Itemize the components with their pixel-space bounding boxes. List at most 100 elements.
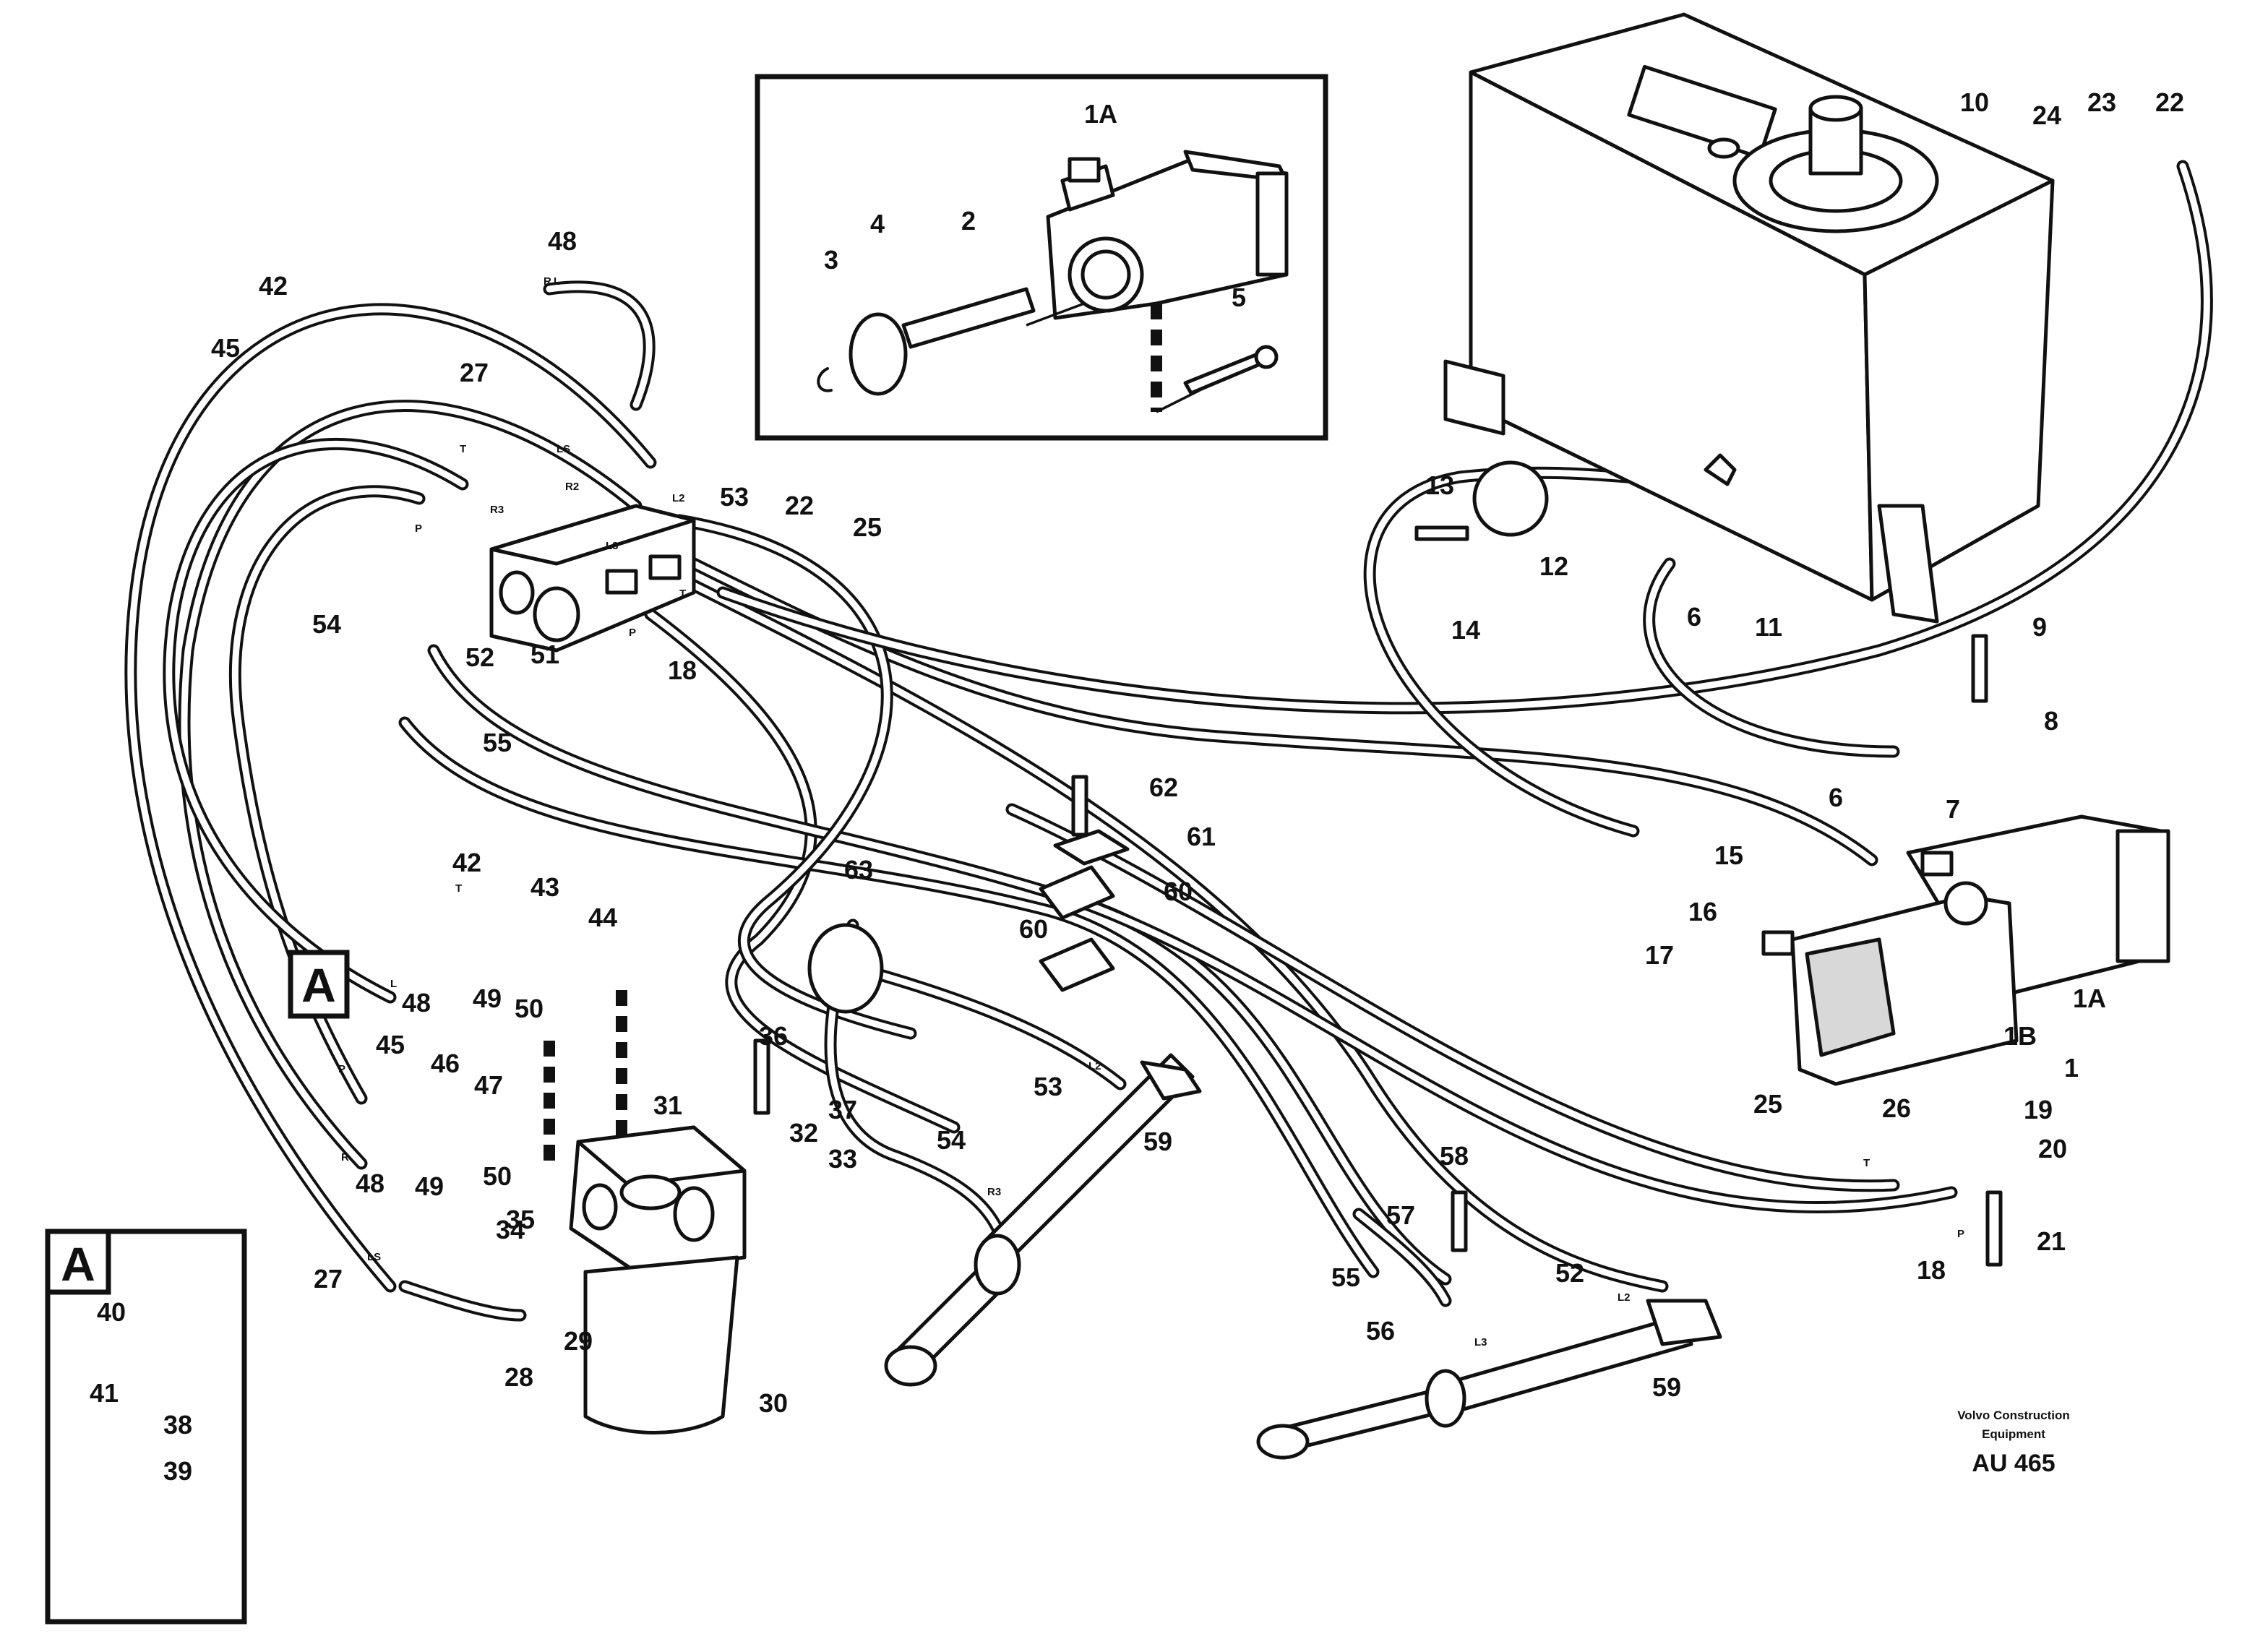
port-l2-cylinder-lower: L2 [1618,1291,1631,1304]
part-label-51: 51 [531,640,559,669]
part-label-22: 22 [785,491,814,520]
part-label-60: 60 [1164,877,1193,906]
part-label-34: 34 [496,1215,525,1244]
part-label-44: 44 [588,903,617,932]
part-label-14: 14 [1451,615,1480,645]
part-label-27: 27 [460,358,489,387]
part-label-18: 18 [1917,1255,1946,1285]
part-label-48: 48 [402,988,431,1018]
part-label-29: 29 [564,1326,593,1356]
part-label-22: 22 [2155,87,2184,117]
part-label-58: 58 [1440,1141,1469,1171]
part-label-36: 36 [759,1021,788,1051]
port-t-valve: T [679,588,686,600]
part-label-4: 4 [870,209,885,238]
part-label-52: 52 [465,642,494,672]
part-label-9: 9 [2032,612,2047,642]
part-label-7: 7 [1946,794,1960,824]
part-label-42: 42 [452,848,481,877]
port-l: L [554,275,560,288]
part-label-39: 39 [163,1456,192,1486]
part-label-45: 45 [376,1030,405,1059]
part-label-11: 11 [1755,612,1782,642]
part-label-57: 57 [1386,1200,1415,1230]
part-label-26: 26 [1882,1093,1911,1123]
detail-a-callout: A [301,958,336,1012]
part-label-30: 30 [759,1388,788,1418]
part-label-63: 63 [844,855,873,885]
hose-network [124,160,2213,1322]
part-label-45: 45 [211,333,240,363]
part-label-19: 19 [2024,1095,2053,1124]
port-l3-cylinder: L3 [1474,1336,1487,1348]
part-label-38: 38 [163,1410,192,1440]
port-t: T [460,443,466,455]
part-label-17: 17 [1645,940,1674,970]
part-label-47: 47 [474,1070,503,1100]
part-label-61: 61 [1187,822,1216,851]
part-label-12: 12 [1539,551,1568,581]
part-label-1a: 1A [2073,984,2106,1013]
part-label-54: 54 [937,1125,966,1155]
part-label-1: 1 [2064,1053,2079,1083]
footer: Volvo Construction Equipment AU 465 [1957,1408,2070,1477]
port-ls: LS [557,443,570,455]
part-label-37: 37 [828,1095,857,1124]
part-label-50: 50 [483,1161,512,1191]
part-label-32: 32 [789,1118,818,1148]
part-label-62: 62 [1149,773,1178,802]
company-name: Volvo Construction [1957,1408,2070,1422]
part-label-48: 48 [548,226,577,256]
part-label-56: 56 [1366,1316,1395,1346]
pump-assembly [1761,814,2170,1086]
part-label-23: 23 [2087,87,2116,117]
shaft-detail-inset [755,74,1328,441]
part-label-3: 3 [824,245,838,275]
port-r-steering: R [341,1151,349,1163]
part-label-53: 53 [720,482,749,512]
port-l3: L3 [606,540,619,552]
part-label-18: 18 [668,655,697,685]
part-label-24: 24 [2032,100,2061,130]
part-label-46: 46 [431,1049,460,1078]
port-p-steering: P [338,1063,345,1075]
port-r3-cylinder: R3 [987,1186,1001,1198]
part-label-10: 10 [1960,87,1989,117]
company-name-line2: Equipment [1982,1427,2045,1441]
part-label-55: 55 [483,728,512,757]
port-ls-steering: LS [367,1251,381,1263]
detail-a-title: A [61,1237,95,1291]
part-label-8: 8 [2044,706,2058,736]
port-l2: L2 [672,492,685,504]
part-label-60: 60 [1019,914,1048,944]
port-t-steering: T [455,882,462,895]
part-label-1b: 1B [2003,1021,2037,1051]
valve-block [489,504,696,653]
part-label-13: 13 [1425,470,1454,500]
part-label-53: 53 [1034,1072,1062,1101]
part-label-40: 40 [97,1297,126,1327]
port-labels: R L T LS R2 R3 L2 L3 P T P T L P R LS L2… [338,275,1964,1348]
part-label-50: 50 [515,994,544,1023]
part-label-1a: 1A [1084,99,1117,129]
part-label-52: 52 [1555,1258,1584,1288]
part-label-55: 55 [1331,1262,1360,1292]
part-label-49: 49 [473,984,502,1013]
part-label-59: 59 [1143,1127,1172,1156]
dashed-guides [544,990,627,1171]
part-label-48: 48 [356,1169,385,1198]
part-label-59: 59 [1652,1372,1681,1402]
port-r2: R2 [565,481,579,493]
part-label-31: 31 [653,1090,682,1120]
part-label-6: 6 [1829,783,1843,812]
port-r3: R3 [490,504,504,516]
port-t-pump: T [1863,1157,1870,1169]
detail-a: A A [45,950,350,1625]
port-p: P [415,522,422,535]
part-label-49: 49 [415,1171,444,1201]
port-p-valve: P [629,627,636,639]
part-label-27: 27 [314,1264,343,1294]
port-l2-cylinder: L2 [1088,1060,1101,1072]
